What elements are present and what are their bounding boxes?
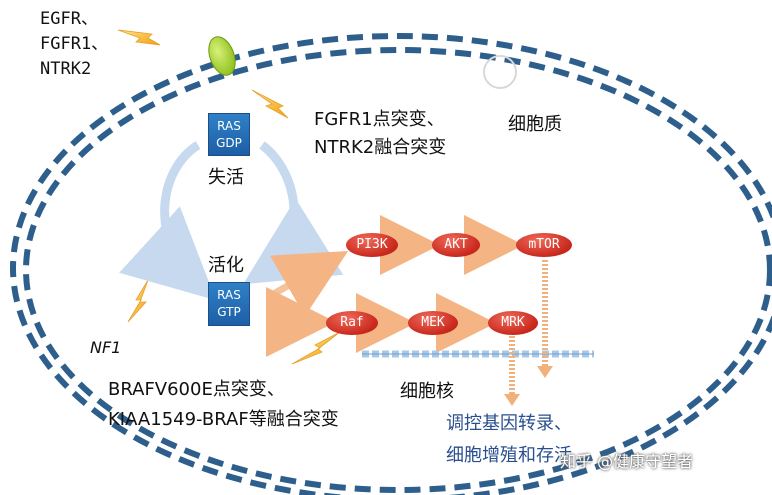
bolt-receptor [117, 29, 161, 46]
receptor-shape [208, 36, 236, 76]
braf-mutation-label-1: BRAFV600E点突变、 [108, 379, 285, 400]
dotted-arrow-mrk-head [504, 394, 520, 406]
outcome-line-2: 细胞增殖和存活 [446, 445, 572, 466]
nf1-label: NF1 [90, 338, 122, 357]
ras-gtp-line-2: GTP [217, 305, 241, 319]
cycle-arrow-right [243, 141, 344, 285]
cell-membrane-inner [23, 47, 772, 493]
watermark-text: 知乎 @健康守望者 [560, 452, 694, 471]
node-pi3k: PI3K [346, 233, 398, 257]
bolt-fgfr [251, 89, 289, 119]
fgfr-mutation-label-2: NTRK2融合突变 [314, 137, 447, 158]
fgfr-mutation-label-1: FGFR1点突变、 [314, 109, 445, 130]
ras-gdp-line-2: GDP [216, 136, 242, 150]
node-mtor: mTOR [516, 233, 572, 257]
node-akt: AKT [432, 233, 480, 257]
dotted-arrow-mtor-head [537, 366, 553, 378]
receptor-label-1: EGFR、 [40, 9, 98, 29]
receptor-label-3: NTRK2 [40, 59, 92, 79]
node-mek: MEK [408, 311, 458, 335]
ras-gtp-line-1: RAS [217, 288, 241, 302]
cell-membrane-outer [10, 33, 772, 495]
ras-gdp-line-1: RAS [217, 119, 241, 133]
ras-gtp-box: RAS GTP [208, 282, 250, 326]
node-mrk: MRK [488, 311, 538, 335]
ras-gdp-box: RAS GDP [208, 113, 250, 156]
bolt-nf1 [127, 279, 149, 323]
inactive-label: 失活 [208, 167, 244, 188]
nucleus-label: 细胞核 [400, 381, 454, 402]
outcome-line-1: 调控基因转录、 [446, 413, 572, 434]
watermark-emblem [483, 55, 517, 89]
active-label: 活化 [208, 255, 244, 276]
receptor-label-2: FGFR1、 [40, 34, 109, 54]
cytoplasm-label: 细胞质 [508, 114, 562, 135]
cycle-arrow-left [119, 141, 216, 301]
bolt-braf [291, 331, 341, 365]
braf-mutation-label-2: KIAA1549-BRAF等融合突变 [108, 409, 339, 430]
node-raf: Raf [326, 311, 378, 335]
